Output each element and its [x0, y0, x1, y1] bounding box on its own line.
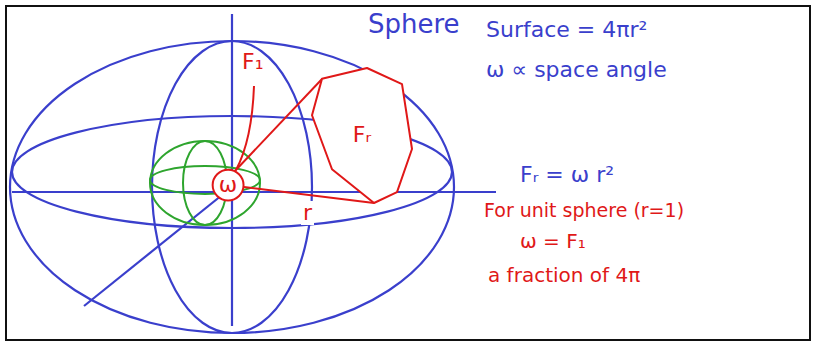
formula: Surface = 4πr² [486, 18, 647, 42]
note: a fraction of 4π [488, 264, 640, 286]
patch-outline [312, 68, 412, 203]
circle-outline [213, 170, 244, 201]
frame [6, 6, 810, 340]
cone [234, 79, 322, 172]
formula: Fᵣ = ω r² [520, 163, 614, 187]
unit-sphere [10, 14, 496, 333]
node-text: Fᵣ [353, 123, 371, 147]
edge-label: r [301, 201, 314, 225]
note: For unit sphere (r=1) [484, 200, 684, 221]
leader-line [236, 86, 254, 170]
definition: ω ∝ space angle [486, 58, 667, 82]
cone-line [234, 79, 322, 172]
heading: Sphere [368, 10, 460, 39]
formula: ω = F₁ [520, 230, 586, 252]
part-label: F₁ [242, 50, 263, 74]
surface-patch: Fᵣ [312, 68, 412, 203]
x-axis [12, 191, 496, 193]
angle-circle: ω [212, 169, 244, 201]
node-text: ω [219, 173, 237, 197]
